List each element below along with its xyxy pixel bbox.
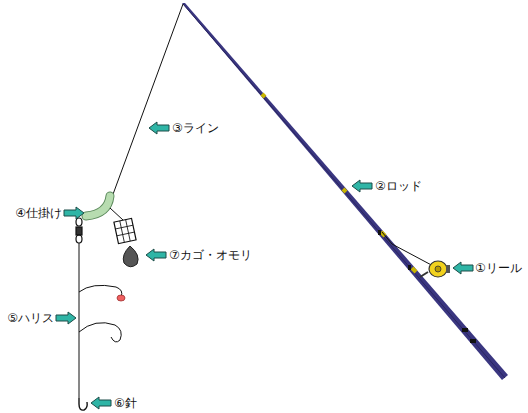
callout-label: ⑥針 — [114, 396, 137, 410]
branch-hook-1 — [79, 285, 122, 297]
cage — [110, 208, 136, 244]
line-reel — [382, 232, 437, 268]
rod-guides — [378, 230, 476, 343]
rod — [182, 3, 508, 380]
callout-label: ⑦カゴ・オモリ — [169, 248, 252, 262]
callout-label: ②ロッド — [375, 179, 422, 193]
callout-label: ⑤ハリス — [7, 311, 54, 325]
rig-tube — [86, 196, 110, 216]
callout-arrows — [56, 122, 473, 409]
leader-line — [79, 243, 80, 398]
callout-label: ①リール — [475, 261, 522, 275]
reel — [420, 261, 450, 277]
callout-label: ③ライン — [172, 121, 219, 135]
rod-edge — [183, 4, 505, 378]
callout-label: ④仕掛け — [15, 206, 62, 220]
rig-tube-outline — [86, 196, 110, 216]
main-line — [112, 4, 183, 197]
sinker — [123, 246, 138, 267]
bait — [117, 295, 125, 301]
branch-hook-2 — [79, 323, 121, 342]
hook — [79, 398, 87, 410]
swivel — [76, 218, 82, 243]
